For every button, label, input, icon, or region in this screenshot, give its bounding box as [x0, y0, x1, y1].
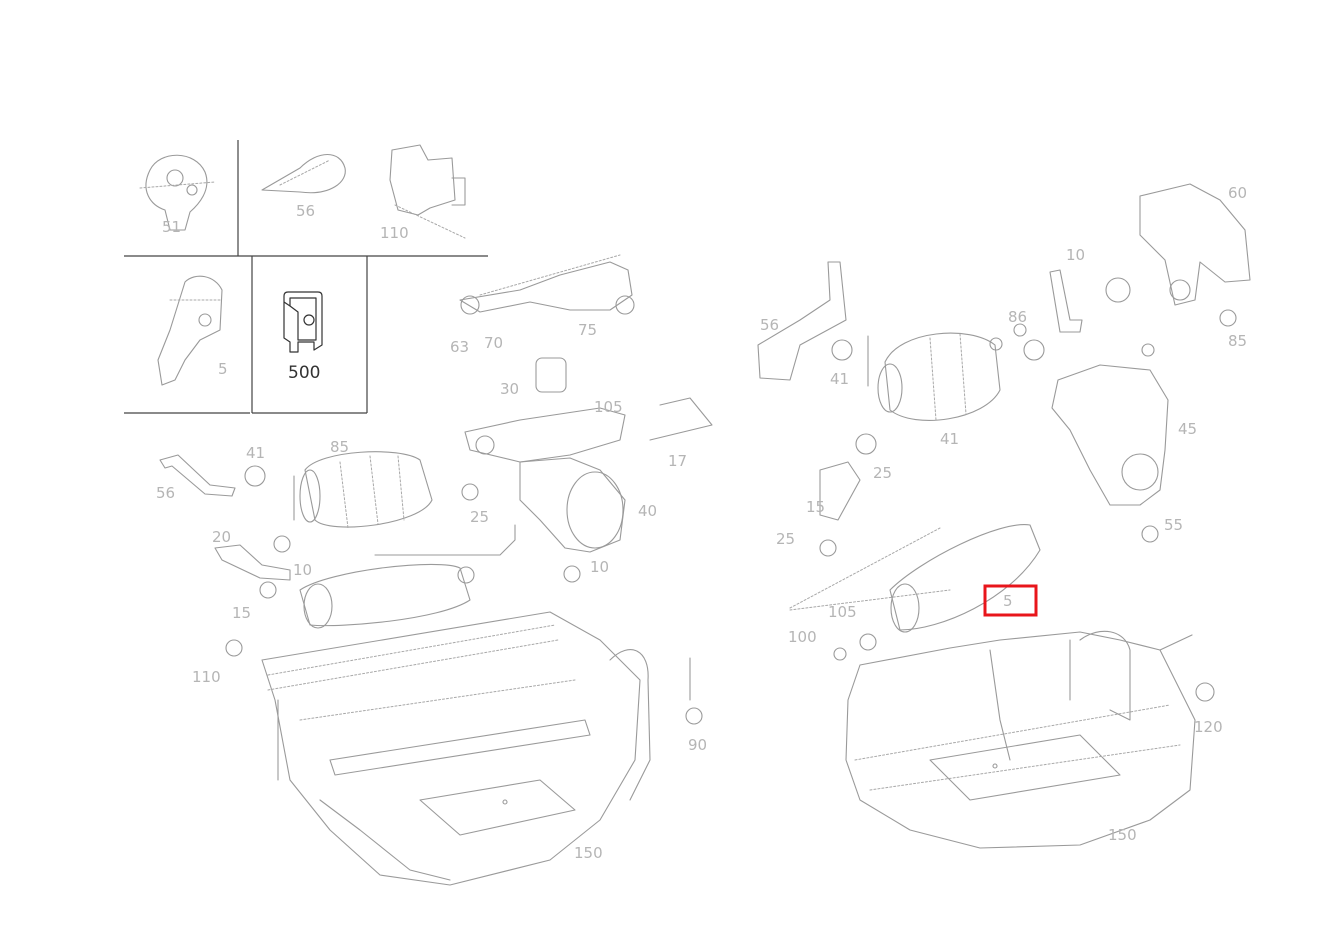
label-25: 25	[470, 508, 489, 526]
label-25-tube: 25	[776, 530, 795, 548]
part-500-clip: 500	[283, 291, 323, 383]
inset-part-mount: 110	[380, 144, 466, 242]
inset-part-bracket: 51	[139, 154, 216, 236]
label-75: 75	[578, 321, 597, 339]
label-55: 55	[1164, 516, 1183, 534]
label-10-right: 10	[1066, 246, 1085, 264]
label-110: 110	[192, 668, 221, 686]
label-10-tube: 10	[293, 561, 312, 579]
label-10-pump: 10	[590, 558, 609, 576]
label-56-right: 56	[760, 316, 779, 334]
label-56: 56	[156, 484, 175, 502]
label-86: 86	[1008, 308, 1027, 326]
label-56-inset: 56	[296, 202, 315, 220]
label-85-right: 85	[1228, 332, 1247, 350]
label-41: 41	[246, 444, 265, 462]
label-41-right: 41	[830, 370, 849, 388]
label-51: 51	[162, 218, 181, 236]
label-5: 5	[1003, 592, 1013, 610]
label-45: 45	[1178, 420, 1197, 438]
label-15: 15	[232, 604, 251, 622]
label-5-inset: 5	[218, 360, 228, 378]
label-60: 60	[1228, 184, 1247, 202]
label-40: 40	[638, 502, 657, 520]
label-70: 70	[484, 334, 503, 352]
label-25-right: 25	[873, 464, 892, 482]
inset-panel-grid	[124, 140, 488, 414]
label-105-right: 105	[828, 603, 857, 621]
label-500: 500	[288, 363, 320, 383]
label-150-right: 150	[1108, 826, 1137, 844]
label-120: 120	[1194, 718, 1223, 736]
label-41-canister: 41	[940, 430, 959, 448]
label-110-inset: 110	[380, 224, 409, 242]
label-85: 85	[330, 438, 349, 456]
label-150: 150	[574, 844, 603, 862]
label-100: 100	[788, 628, 817, 646]
inset-part-bracket-arm: 5	[157, 275, 228, 386]
left-assembly: 63 70 75 30 105 17 56 41 85 25 40 10	[156, 254, 713, 886]
highlight-box[interactable]	[983, 584, 1038, 617]
right-assembly: 56 41 86 41 10 60 85 25 45 15 25	[757, 183, 1251, 849]
label-63: 63	[450, 338, 469, 356]
label-20: 20	[212, 528, 231, 546]
inset-part-hose-clamp: 56	[261, 154, 346, 220]
label-15-right: 15	[806, 498, 825, 516]
label-17: 17	[668, 452, 687, 470]
label-105: 105	[594, 398, 623, 416]
label-30: 30	[500, 380, 519, 398]
label-90: 90	[688, 736, 707, 754]
